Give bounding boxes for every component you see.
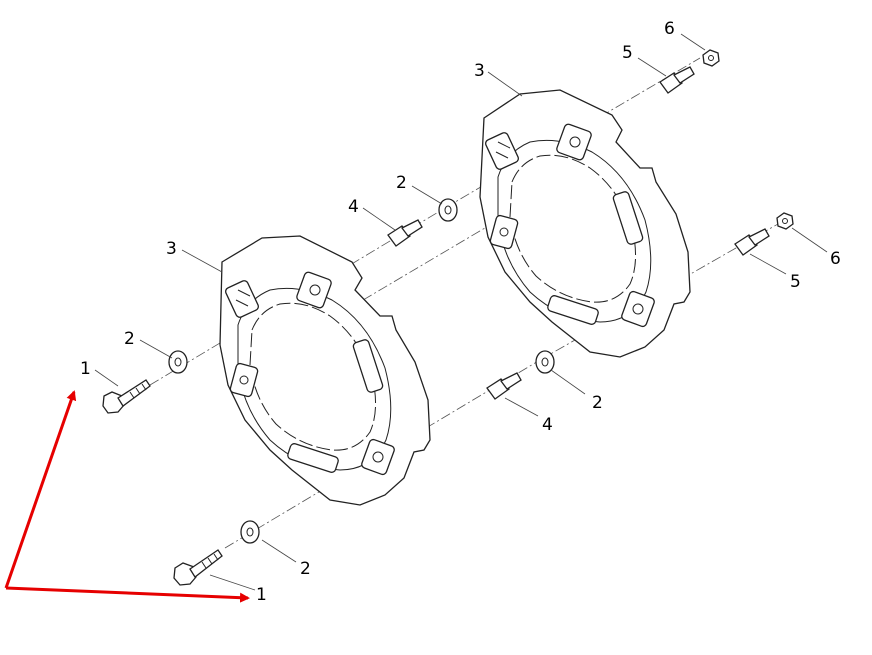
callout-4-lower: 4 xyxy=(542,415,553,435)
callout-6-right: 6 xyxy=(830,249,841,269)
washer-front-lower-icon xyxy=(240,520,260,544)
callout-1-upper: 1 xyxy=(80,359,91,379)
stud-right-icon xyxy=(734,228,770,256)
callout-4-upper: 4 xyxy=(348,197,359,217)
stud-upper-icon xyxy=(387,219,423,247)
callout-5-top: 5 xyxy=(622,43,633,63)
callout-2-front-lower: 2 xyxy=(300,559,311,579)
callout-2-front-upper: 2 xyxy=(124,329,135,349)
callout-3-front: 3 xyxy=(166,239,177,259)
stud-lower-icon xyxy=(486,372,522,400)
hex-nut-right-icon xyxy=(776,212,794,230)
callout-3-rear: 3 xyxy=(474,61,485,81)
leader-lines xyxy=(94,33,828,591)
callout-2-rear-lower: 2 xyxy=(592,393,603,413)
hex-nut-top-icon xyxy=(702,49,720,67)
callout-1-lower: 1 xyxy=(256,585,267,605)
washer-front-upper-icon xyxy=(168,350,188,374)
washer-rear-lower-icon xyxy=(535,350,555,374)
callout-5-right: 5 xyxy=(790,272,801,292)
rear-wheel-weight-icon xyxy=(479,89,691,358)
upper-hex-bolt-icon xyxy=(102,379,151,414)
highlight-arrows xyxy=(4,390,250,603)
front-wheel-weight-icon xyxy=(219,235,431,506)
washer-rear-upper-icon xyxy=(438,198,458,222)
callout-6-top: 6 xyxy=(664,19,675,39)
stud-top-icon xyxy=(659,66,695,94)
callout-labels: 1 1 2 2 2 2 3 3 4 4 5 5 6 6 xyxy=(80,19,841,605)
lower-hex-bolt-icon xyxy=(173,549,223,586)
callout-2-rear-upper: 2 xyxy=(396,173,407,193)
